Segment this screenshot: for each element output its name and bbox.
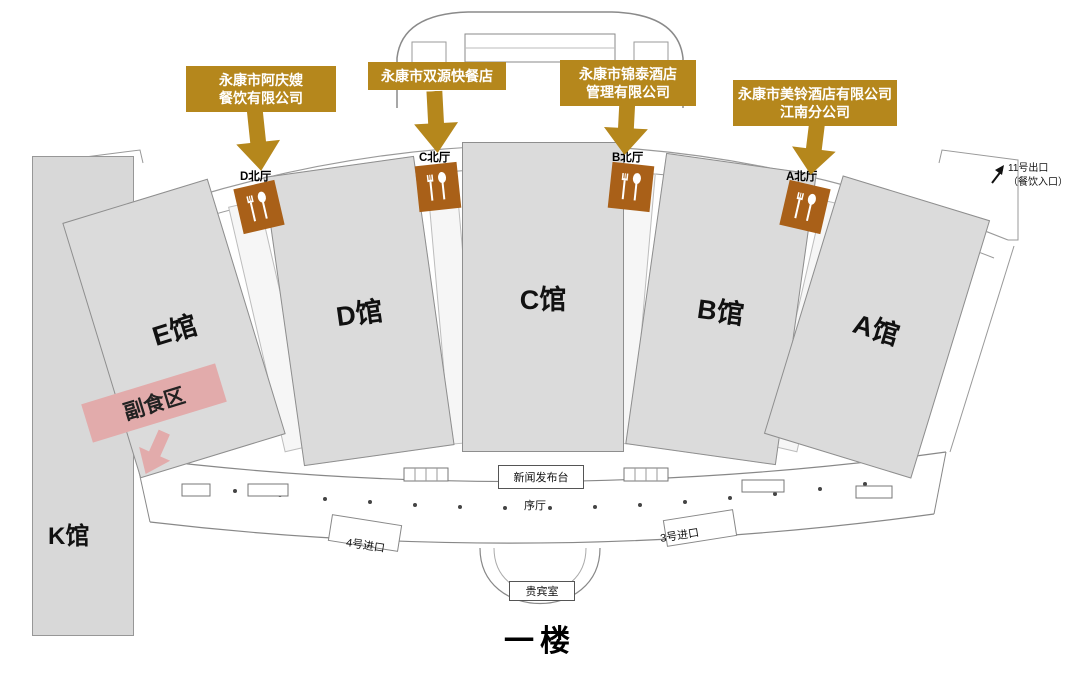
callout-line: 管理有限公司 bbox=[586, 84, 670, 101]
entrance-a-north-label: A北厅 bbox=[786, 171, 818, 183]
entrance-d-north-label: D北厅 bbox=[240, 171, 272, 183]
entrance-b-north bbox=[607, 161, 655, 213]
entrance-c-north bbox=[414, 161, 462, 213]
up-right-arrow-icon bbox=[991, 165, 1004, 184]
press-desk: 新闻发布台 bbox=[498, 465, 584, 489]
fork-spoon-icon bbox=[794, 192, 816, 222]
callout-line: 江南分公司 bbox=[780, 104, 850, 121]
exit-11-label: 11号出口 （餐饮入口） bbox=[1008, 162, 1080, 189]
callout-vendor-b: 永康市锦泰酒店 管理有限公司 bbox=[560, 60, 696, 107]
fork-spoon-icon bbox=[426, 172, 447, 201]
callout-line: 永康市双源快餐店 bbox=[381, 68, 493, 84]
callout-vendor-a: 永康市美铃酒店有限公司 江南分公司 bbox=[733, 80, 897, 127]
hall-c-label: C馆 bbox=[519, 284, 567, 315]
fork-spoon-icon bbox=[621, 173, 641, 201]
foyer-label: 序厅 bbox=[524, 500, 546, 512]
hall-e-label: E馆 bbox=[148, 309, 201, 352]
hall-d-label: D馆 bbox=[334, 295, 385, 332]
hall-b-label: B馆 bbox=[695, 293, 746, 330]
entrance-c-north-label: C北厅 bbox=[419, 152, 451, 164]
callout-line: 餐饮有限公司 bbox=[219, 90, 303, 107]
fork-spoon-icon bbox=[246, 191, 268, 222]
floor-title: 一楼 bbox=[504, 625, 576, 658]
exit-11-line2: （餐饮入口） bbox=[1008, 176, 1068, 188]
callout-line: 永康市美铃酒店有限公司 bbox=[738, 86, 892, 102]
hall-c: C馆 bbox=[462, 142, 624, 452]
callout-line: 永康市锦泰酒店 bbox=[579, 66, 677, 82]
exit-11-line1: 11号出口 bbox=[1008, 163, 1049, 174]
hall-a-label: A馆 bbox=[849, 308, 903, 351]
callout-vendor-c: 永康市双源快餐店 bbox=[368, 62, 506, 91]
entrance-a-north bbox=[779, 179, 831, 235]
vip-room: 贵宾室 bbox=[509, 581, 575, 601]
callout-line: 永康市阿庆嫂 bbox=[219, 72, 303, 88]
entrance-d-north bbox=[233, 179, 285, 235]
callout-vendor-d: 永康市阿庆嫂 餐饮有限公司 bbox=[186, 66, 336, 113]
hall-k-label: K馆 bbox=[48, 523, 90, 550]
entrance-b-north-label: B北厅 bbox=[612, 152, 644, 164]
